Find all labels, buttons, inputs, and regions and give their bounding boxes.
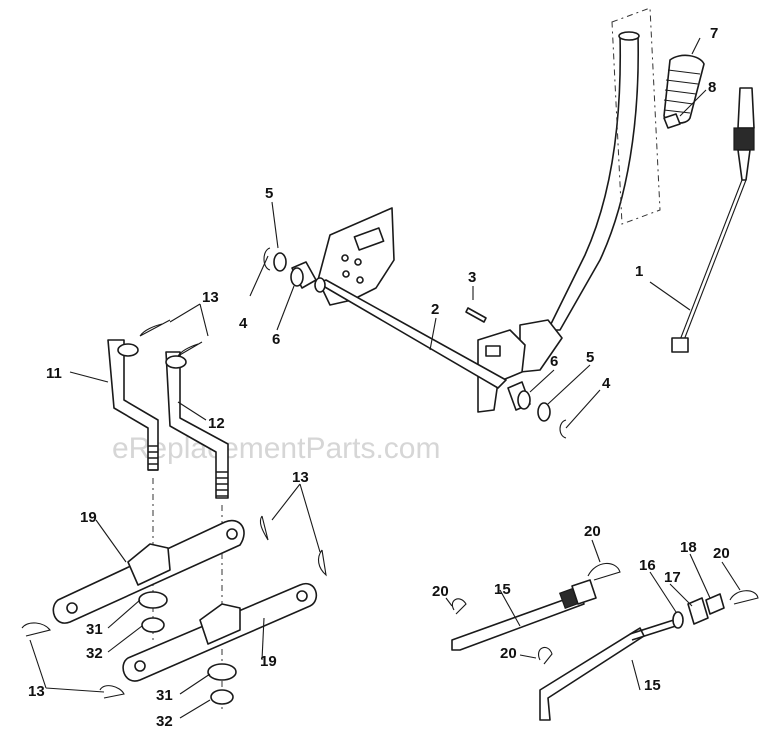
adjustment-link-upper [451, 579, 597, 651]
callout-1: 1 [635, 263, 643, 280]
hairpin-clip-1 [139, 319, 171, 337]
bushing-31-right [207, 663, 237, 681]
hairpin-clip-6 [99, 685, 125, 699]
callout-4-left: 4 [239, 315, 248, 332]
callout-2: 2 [431, 301, 439, 318]
adjustment-link-lower [539, 617, 683, 721]
callout-31-upper: 31 [86, 621, 103, 638]
hairpin-clip-4 [317, 549, 327, 577]
callout-4-right: 4 [602, 375, 611, 392]
clip-right [559, 419, 567, 439]
trunnion-18 [705, 593, 725, 615]
callout-7: 7 [710, 25, 718, 42]
callout-17: 17 [664, 569, 681, 586]
callout-20-right: 20 [713, 545, 730, 562]
callout-5-left: 5 [265, 185, 273, 202]
callout-11: 11 [46, 365, 62, 382]
callout-8: 8 [708, 79, 716, 96]
callout-20-top: 20 [584, 523, 601, 540]
callout-32-upper: 32 [86, 645, 103, 662]
lift-link-left [107, 339, 159, 471]
callout-15-lower: 15 [644, 677, 661, 694]
callout-5-right: 5 [586, 349, 594, 366]
bushing-right [507, 381, 531, 411]
leader-lines [29, 37, 741, 719]
handle-grip [663, 54, 705, 124]
adjuster-block-17 [687, 597, 709, 625]
callout-labels: 7 8 1 2 3 5 4 6 6 5 4 13 11 12 13 19 19 … [28, 25, 730, 730]
hairpin-clip-2 [177, 341, 203, 357]
lift-arm-upper [52, 519, 245, 624]
callout-13-bottom: 13 [28, 683, 45, 700]
callout-3: 3 [468, 269, 476, 286]
callout-20-middle: 20 [500, 645, 517, 662]
hairpin-clip-5 [21, 622, 51, 637]
callout-13-top: 13 [202, 289, 219, 306]
mounting-bracket [317, 207, 395, 306]
lever-phantom-line [611, 7, 661, 225]
callout-20-left: 20 [432, 583, 449, 600]
hairpin-clip-20-b [451, 598, 467, 615]
callout-32-lower: 32 [156, 713, 173, 730]
hairpin-clip-20-a [587, 562, 621, 581]
hairpin-clip-20-c [538, 646, 553, 665]
callout-12: 12 [208, 415, 225, 432]
washer-16 [672, 611, 684, 629]
callout-19-upper: 19 [80, 509, 97, 526]
callout-13-right: 13 [292, 469, 309, 486]
adjustment-rod [671, 87, 755, 353]
lift-link-right [165, 351, 229, 499]
callout-16: 16 [639, 557, 656, 574]
bushing-31-left [138, 591, 168, 609]
hairpin-clip-3 [259, 515, 269, 541]
callout-6-right: 6 [550, 353, 558, 370]
grip-cap [663, 113, 681, 129]
spacer-32-left [141, 617, 165, 633]
callout-19-lower: 19 [260, 653, 277, 670]
clip-left [263, 247, 271, 271]
cross-shaft [314, 277, 507, 389]
washer-right [537, 402, 551, 422]
bushing-left [290, 261, 317, 289]
washer-left [273, 252, 287, 272]
callout-31-lower: 31 [156, 687, 173, 704]
pin [465, 307, 487, 323]
callout-15-upper: 15 [494, 581, 511, 598]
lift-arm-lower [122, 582, 318, 682]
spacer-32-right [210, 689, 234, 705]
watermark: eReplacementParts.com [112, 432, 440, 465]
callout-6-left: 6 [272, 331, 280, 348]
hairpin-clip-20-d [729, 590, 759, 605]
callout-18: 18 [680, 539, 697, 556]
